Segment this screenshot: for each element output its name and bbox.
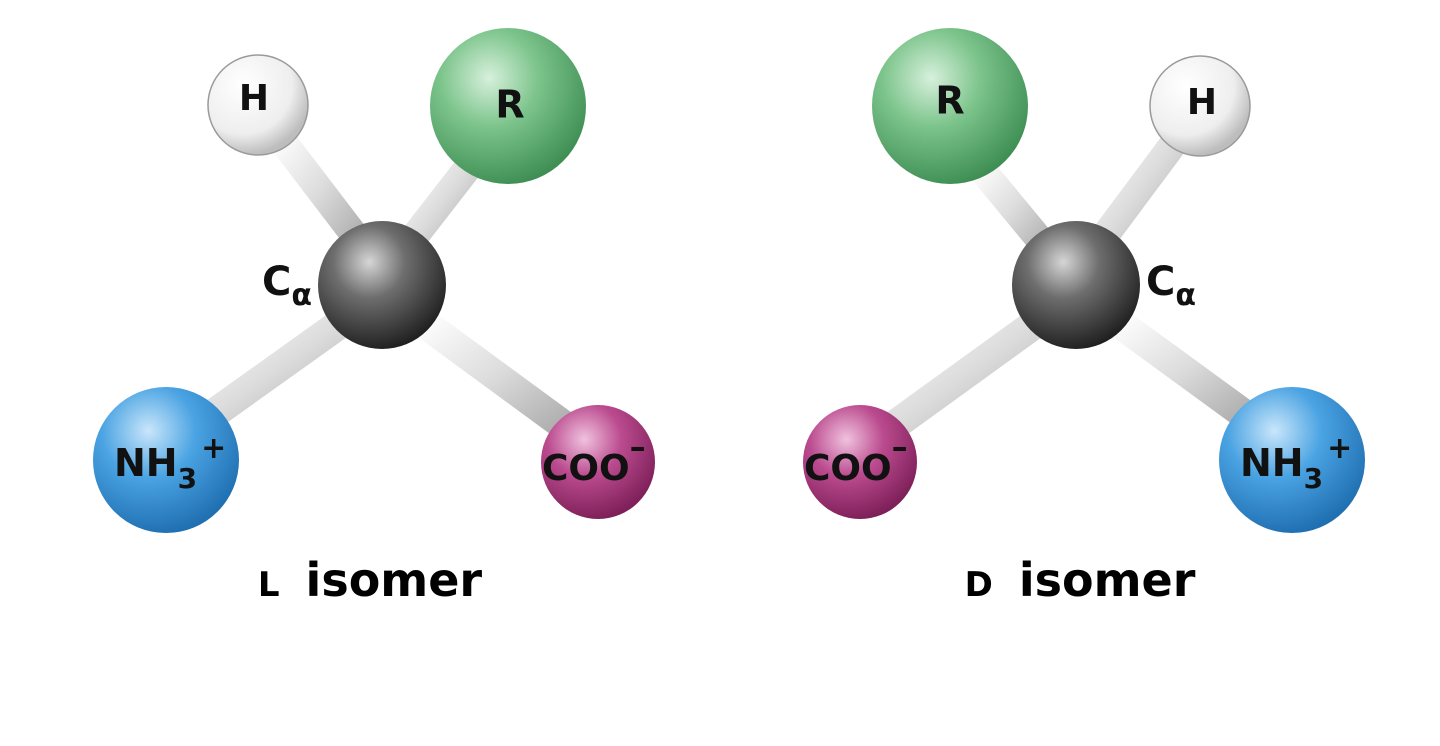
l-alpha-carbon-label: Cα — [262, 259, 312, 313]
l-r-group-label: R — [495, 83, 524, 127]
l-hydrogen-atom — [207, 54, 309, 156]
l-alpha-carbon-subscript: α — [291, 278, 312, 313]
d-amino-group-atom — [1219, 387, 1365, 533]
d-bond-nh3 — [1100, 305, 1267, 435]
l-alpha-carbon-atom — [318, 221, 446, 349]
l-bond-nh3 — [190, 305, 360, 435]
d-isomer-molecule: R H Cα COO– NH3+ — [803, 28, 1365, 533]
l-isomer-caption-word: isomer — [306, 553, 483, 607]
d-isomer-caption-word: isomer — [1019, 553, 1196, 607]
l-carboxyl-group-atom — [541, 405, 655, 519]
l-amino-text: NH — [114, 441, 178, 485]
d-r-group-label: R — [935, 79, 964, 123]
d-isomer-caption: D isomer — [965, 553, 1196, 607]
d-carboxyl-group-atom — [803, 405, 917, 519]
l-isomer-caption-prefix: L — [258, 565, 280, 605]
l-r-group-atom — [430, 28, 586, 184]
l-isomer-caption: L isomer — [258, 553, 483, 607]
d-alpha-carbon-label: Cα — [1146, 259, 1196, 313]
d-amino-group-label: NH3+ — [1240, 431, 1352, 495]
d-carboxyl-group-label: COO– — [804, 428, 908, 489]
l-hydrogen-label: H — [239, 78, 269, 119]
d-bond-h — [1084, 121, 1194, 259]
d-amino-text: NH — [1240, 441, 1304, 485]
l-bond-h — [264, 121, 376, 259]
l-carboxyl-text: COO — [542, 448, 630, 489]
d-amino-subscript: 3 — [1304, 462, 1323, 495]
l-amino-group-label: NH3+ — [114, 431, 226, 495]
l-isomer-molecule: H R Cα NH3+ COO– — [93, 28, 655, 533]
d-bond-coo — [873, 305, 1055, 445]
d-hydrogen-atom — [1149, 55, 1251, 157]
l-carboxyl-superscript: – — [630, 428, 646, 466]
d-hydrogen-label: H — [1187, 82, 1217, 123]
d-r-group-atom — [872, 28, 1028, 184]
d-isomer-caption-prefix: D — [965, 565, 993, 605]
l-carboxyl-group-label: COO– — [542, 428, 646, 489]
d-amino-superscript: + — [1327, 431, 1352, 466]
d-alpha-carbon-atom — [1012, 221, 1140, 349]
d-alpha-carbon-letter: C — [1146, 259, 1175, 305]
d-alpha-carbon-subscript: α — [1175, 278, 1196, 313]
l-amino-group-atom — [93, 387, 239, 533]
l-amino-superscript: + — [201, 431, 226, 466]
d-carboxyl-superscript: – — [892, 428, 908, 466]
l-bond-coo — [405, 305, 585, 445]
l-alpha-carbon-letter: C — [262, 259, 291, 305]
d-carboxyl-text: COO — [804, 448, 892, 489]
l-amino-subscript: 3 — [178, 462, 197, 495]
